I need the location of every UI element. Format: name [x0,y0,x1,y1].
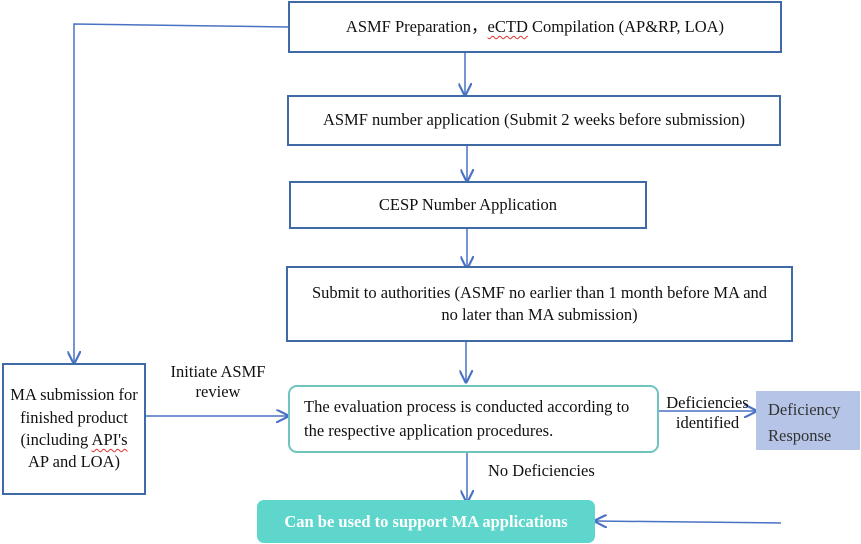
ma-submission-line2: AP and LOA) [28,452,120,472]
asmf-prep-prefix: ASMF Preparation， [345,16,488,36]
arrow-response-to-final [595,521,782,523]
cesp-number-box: CESP Number Application [289,181,647,229]
arrow-prep-to-ma [74,23,289,363]
evaluation-text: The evaluation process is conducted acco… [304,397,630,440]
asmf-prep-ectd: eCTD [487,16,528,36]
final-outcome-box: Can be used to support MA applications [257,500,595,543]
no-deficiencies-label: No Deficiencies [488,461,595,480]
final-outcome-text: Can be used to support MA applications [284,511,568,531]
asmf-number-text: ASMF number application (Submit 2 weeks … [322,110,746,130]
deficiencies-identified-label: Deficiencies identified [666,393,749,432]
submit-authorities-box: Submit to authorities (ASMF no earlier t… [286,266,793,342]
asmf-preparation-box: ASMF Preparation，eCTD Compilation (AP&RP… [288,1,782,53]
submit-authorities-text: Submit to authorities (ASMF no earlier t… [311,282,768,324]
asmf-prep-suffix: Compilation (AP&RP, LOA) [527,16,725,36]
initiate-review-label: Initiate ASMF review [170,362,266,401]
deficiency-response-box: Deficiency Response [756,391,860,450]
evaluation-box: The evaluation process is conducted acco… [288,385,659,453]
deficiency-response-text: Deficiency Response [768,400,841,445]
asmf-number-box: ASMF number application (Submit 2 weeks … [287,95,781,146]
ma-submission-api: API's [91,430,128,449]
ma-submission-line1: MA submission for finished product (incl… [10,385,138,449]
ma-submission-box: MA submission for finished product (incl… [2,363,146,495]
cesp-number-text: CESP Number Application [378,194,558,214]
